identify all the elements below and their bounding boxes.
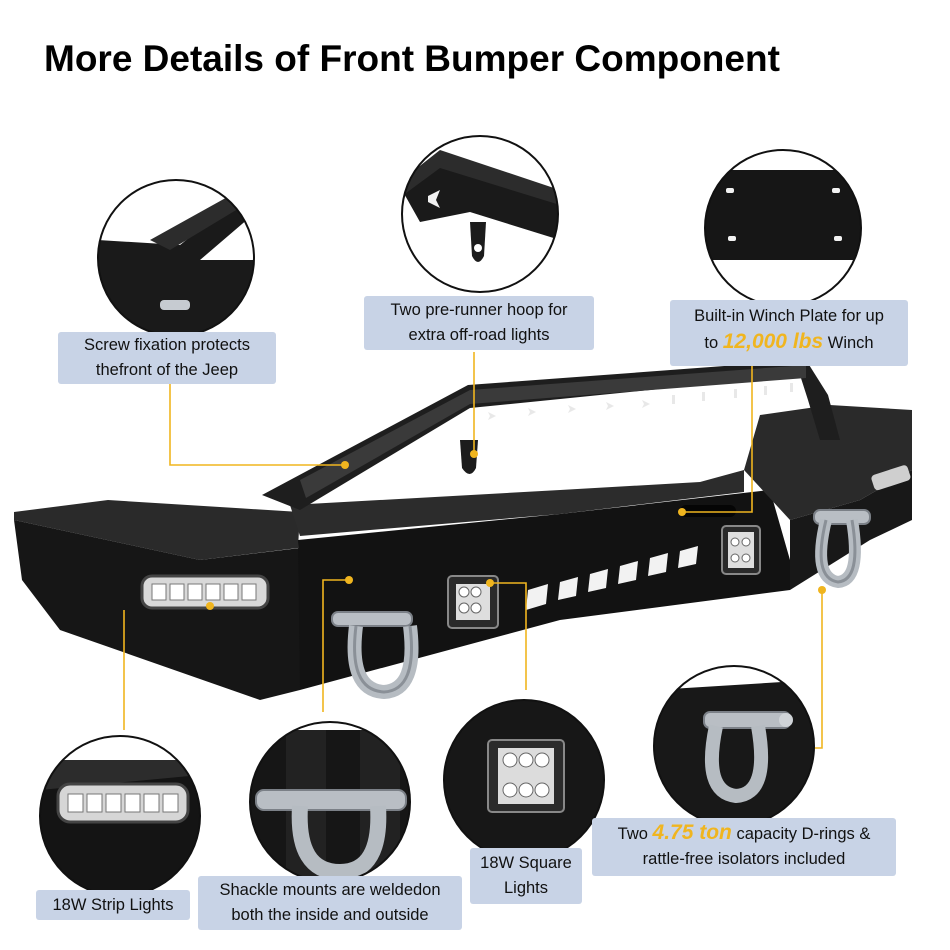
detail-circle-winch-plate	[704, 149, 862, 307]
bumper-left-wing	[14, 500, 300, 560]
callout-winch-post: Winch	[823, 334, 874, 352]
callout-drings-line1: Two 4.75 ton capacity D-rings &	[592, 820, 896, 847]
callout-line-screw	[169, 384, 345, 466]
side-light-right	[871, 465, 911, 491]
callout-dots	[206, 450, 826, 610]
callout-strip-lights: 18W Strip Lights	[36, 890, 190, 920]
callout-winch-line2: to 12,000 lbs Winch	[670, 329, 908, 356]
callout-shackle-mounts: Shackle mounts are weldedon both the ins…	[198, 876, 462, 930]
front-bumper	[14, 360, 912, 700]
hoop-slots	[488, 383, 793, 420]
callout-screw-line1: Screw fixation protects	[84, 336, 250, 354]
square-light-right	[721, 525, 761, 575]
callout-drings-line2: rattle-free isolators included	[642, 850, 846, 868]
hoop-top	[300, 365, 806, 498]
callout-winch-line1: Built-in Winch Plate for up	[694, 307, 884, 325]
d-ring-capacity-value: 4.75 ton	[652, 821, 732, 844]
detail-circle-hoop	[401, 135, 559, 293]
winch-capacity-value: 12,000 lbs	[722, 330, 824, 353]
callout-line-shackle	[322, 579, 349, 712]
bumper-right-wing	[744, 405, 912, 520]
callout-d-rings: Two 4.75 ton capacity D-rings & rattle-f…	[592, 818, 896, 876]
callout-line-winch	[682, 366, 753, 513]
callout-screw-line2: thefront of the Jeep	[95, 361, 239, 379]
callout-square-line2: Lights	[503, 879, 549, 897]
callout-winch-plate: Built-in Winch Plate for up to 12,000 lb…	[670, 300, 908, 366]
page-title: More Details of Front Bumper Component	[44, 38, 780, 79]
callout-screw-fixation: Screw fixation protects thefront of the …	[58, 332, 276, 384]
d-ring-left	[331, 611, 419, 700]
callout-square-lights: 18W Square Lights	[470, 848, 582, 904]
bumper-vent-slots	[526, 546, 698, 610]
callout-shackle-line1: Shackle mounts are weldedon	[219, 881, 441, 899]
bumper-left-face	[14, 520, 300, 700]
callout-hoop-line2: extra off-road lights	[408, 326, 550, 344]
callout-winch-pre: to	[704, 334, 723, 352]
detail-circle-shackle	[249, 721, 411, 883]
detail-circle-d-ring	[653, 665, 815, 827]
callout-shackle-line2: both the inside and outside	[231, 906, 429, 924]
winch-slot	[680, 505, 736, 517]
strip-light	[140, 574, 270, 610]
detail-circle-square-light	[443, 699, 605, 861]
detail-circle-screw	[97, 179, 255, 337]
callout-hoop-line1: Two pre-runner hoop for	[390, 301, 568, 319]
bumper-center-top	[290, 470, 744, 536]
callout-line-square	[490, 582, 527, 690]
d-ring-right	[813, 509, 871, 589]
callout-square-line1: 18W Square	[480, 854, 572, 872]
callout-strip-line1: 18W Strip Lights	[52, 896, 174, 914]
callout-drings-pre: Two	[617, 825, 653, 843]
prerunner-hoop	[262, 360, 840, 510]
square-light-left	[447, 575, 499, 629]
detail-circle-strip-light	[39, 735, 201, 897]
callout-prerunner-hoop: Two pre-runner hoop for extra off-road l…	[364, 296, 594, 350]
callout-drings-post: capacity D-rings &	[731, 825, 871, 843]
